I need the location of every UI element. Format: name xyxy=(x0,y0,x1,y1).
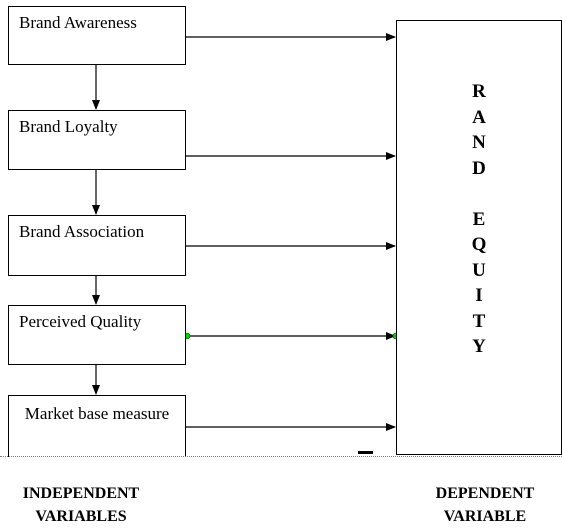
brand-association-label: Brand Association xyxy=(19,222,145,241)
perceived-quality-box: Perceived Quality xyxy=(8,305,186,365)
brand-loyalty-box: Brand Loyalty xyxy=(8,110,186,170)
page-divider xyxy=(0,456,562,457)
brand-loyalty-label: Brand Loyalty xyxy=(19,117,118,136)
brand-awareness-label: Brand Awareness xyxy=(19,13,137,32)
brand-association-box: Brand Association xyxy=(8,215,186,276)
market-base-measure-label: Market base measure xyxy=(24,404,170,423)
perceived-quality-label: Perceived Quality xyxy=(19,312,142,331)
brand-awareness-box: Brand Awareness xyxy=(8,6,186,65)
dash-mark xyxy=(358,451,373,454)
market-base-measure-box: Market base measure xyxy=(8,395,186,457)
